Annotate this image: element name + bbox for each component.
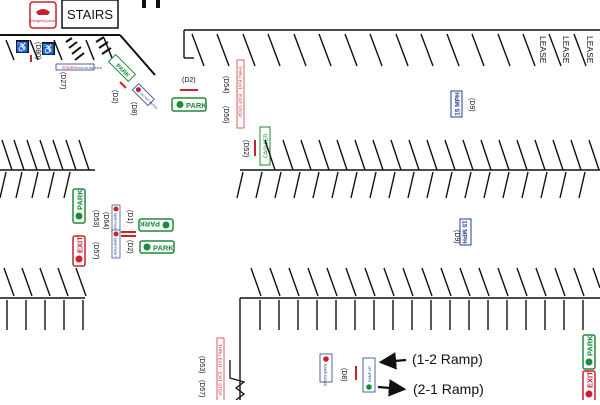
park-sign-center-upper-label: PARK bbox=[139, 220, 160, 229]
wall-diagonal bbox=[119, 34, 156, 76]
emergency-phone-label: Emergency phone bbox=[29, 19, 57, 23]
ramp-down-arrow-icon bbox=[377, 379, 407, 397]
keep-right-1-label: KEEP RIGHT bbox=[113, 213, 117, 232]
marker-d27: (D27) bbox=[59, 72, 66, 90]
marker-d53-bottom: (D53) bbox=[198, 356, 205, 374]
ramp-up-label: RAMP UP bbox=[368, 365, 372, 382]
marker-d53: (D53) bbox=[92, 210, 99, 228]
parking-row-top bbox=[183, 29, 600, 67]
keep-right-sign-2: KEEP RIGHT bbox=[111, 229, 121, 259]
hatched-aisle-2 bbox=[95, 36, 112, 55]
marker-d8-top: (D8) bbox=[130, 102, 137, 116]
marker-d9-mid: (D9) bbox=[453, 230, 460, 244]
accessible-spaces bbox=[5, 36, 113, 61]
park-sign-vertical-left: PARK bbox=[72, 188, 86, 224]
park-sign-right-label: PARK bbox=[586, 335, 595, 356]
marker-d57: (D57) bbox=[92, 242, 99, 260]
ramp-up-label-text: (1-2 Ramp) bbox=[412, 351, 483, 367]
marker-d54: (D54) bbox=[222, 76, 229, 94]
exit-sign-right-edge: EXIT bbox=[582, 370, 596, 402]
marker-d2-mid: (D2) bbox=[126, 240, 133, 254]
marker-d56: (D56) bbox=[222, 106, 229, 124]
marker-d57-bottom: (D57) bbox=[198, 380, 205, 398]
exit-sign-left-label: EXIT bbox=[76, 236, 85, 253]
column-marker-2 bbox=[156, 0, 160, 8]
marker-d64: (D64) bbox=[102, 212, 109, 230]
svg-text:♿: ♿ bbox=[16, 41, 28, 54]
parking-row-middle-left bbox=[0, 139, 95, 199]
cashier-sign: CASHIER bbox=[259, 126, 271, 166]
thru-exit-sign: THRU EXIT EXIT STOP bbox=[236, 59, 245, 129]
wall-break-zigzag bbox=[229, 360, 246, 401]
speed-limit-sign-mid: 15 MPH bbox=[459, 218, 472, 246]
lane-marker-d8 bbox=[119, 81, 127, 89]
stairwell-block bbox=[0, 34, 156, 76]
ramp-down-label-text: (2-1 Ramp) bbox=[413, 381, 484, 397]
exit-stop-label: EXIT STOP bbox=[238, 94, 243, 117]
speed-limit-mid-label: 15 MPH bbox=[461, 220, 468, 244]
thru-exit-bottom-label: THRU EXIT bbox=[218, 344, 223, 368]
exit-sign-vertical-left: EXIT bbox=[72, 235, 86, 267]
accessible-icon-2: ♿ bbox=[42, 42, 55, 56]
park-sign-center-upper: PARK bbox=[138, 218, 174, 232]
exit-sign-right-label: EXIT bbox=[586, 371, 595, 388]
stairs-visitor-sign: STAIRS VISITOR PARKING bbox=[55, 63, 103, 71]
stairs-box: STAIRS bbox=[61, 0, 119, 29]
park-sign-diagonal: PARK bbox=[107, 53, 137, 83]
marker-d80: (D80) bbox=[34, 42, 41, 60]
marker-d9-top: (D9) bbox=[468, 98, 475, 112]
hatched-aisle-1 bbox=[65, 37, 85, 61]
lease-label-1: LEASE bbox=[538, 36, 548, 64]
parking-row-bottom-left bbox=[0, 267, 87, 330]
marker-d8-bottom: (D8) bbox=[340, 368, 347, 382]
park-sign-left-label: PARK bbox=[76, 189, 85, 210]
park-sign-center-lower-label: PARK bbox=[153, 244, 174, 253]
keep-right-2-label: KEEP RIGHT bbox=[113, 238, 117, 257]
marker-d52: (D52) bbox=[242, 140, 249, 158]
parking-row-middle-right bbox=[236, 139, 600, 199]
speed-limit-sign-top: 15 MPH bbox=[450, 90, 463, 118]
svg-text:♿: ♿ bbox=[42, 43, 54, 56]
lease-label-2: LEASE bbox=[561, 36, 571, 64]
emergency-phone: Emergency phone bbox=[29, 1, 57, 29]
stairs-label: STAIRS bbox=[67, 7, 113, 22]
marker-d2-park: (D2) bbox=[182, 77, 196, 84]
speed-limit-top-label: 15 MPH bbox=[455, 92, 462, 116]
ramp-down-label: RAMP DOWN bbox=[323, 364, 327, 387]
park-sign-center-lower: PARK bbox=[139, 240, 175, 254]
phone-icon bbox=[36, 9, 50, 15]
exit-stop-bottom-label: EXIT STOP bbox=[218, 372, 223, 395]
ramp-up-sign: RAMP UP bbox=[362, 357, 376, 393]
column-marker-1 bbox=[142, 0, 146, 8]
marker-d1: (D1) bbox=[126, 210, 133, 224]
lease-label-3: LEASE bbox=[585, 36, 595, 64]
marker-d2-top: (D2) bbox=[111, 90, 118, 104]
keep-right-sign-1: KEEP RIGHT bbox=[111, 204, 121, 234]
sign-visitor-parking: VISITOR PARKING bbox=[76, 66, 103, 70]
accessible-icon-1: ♿ bbox=[16, 40, 29, 54]
thru-exit-label: THRU EXIT bbox=[238, 66, 243, 90]
park-sign-top: PARK bbox=[171, 97, 207, 112]
thru-exit-sign-bottom: THRU EXIT EXIT STOP bbox=[216, 337, 225, 403]
park-sign-right-edge: PARK bbox=[582, 334, 596, 370]
sign-stairs-small: STAIRS bbox=[62, 65, 76, 70]
ramp-down-sign: RAMP DOWN bbox=[319, 353, 333, 387]
ramp-up-arrow-icon bbox=[378, 352, 407, 370]
parking-row-bottom-right bbox=[239, 267, 600, 400]
park-sign-top-label: PARK bbox=[186, 101, 207, 110]
